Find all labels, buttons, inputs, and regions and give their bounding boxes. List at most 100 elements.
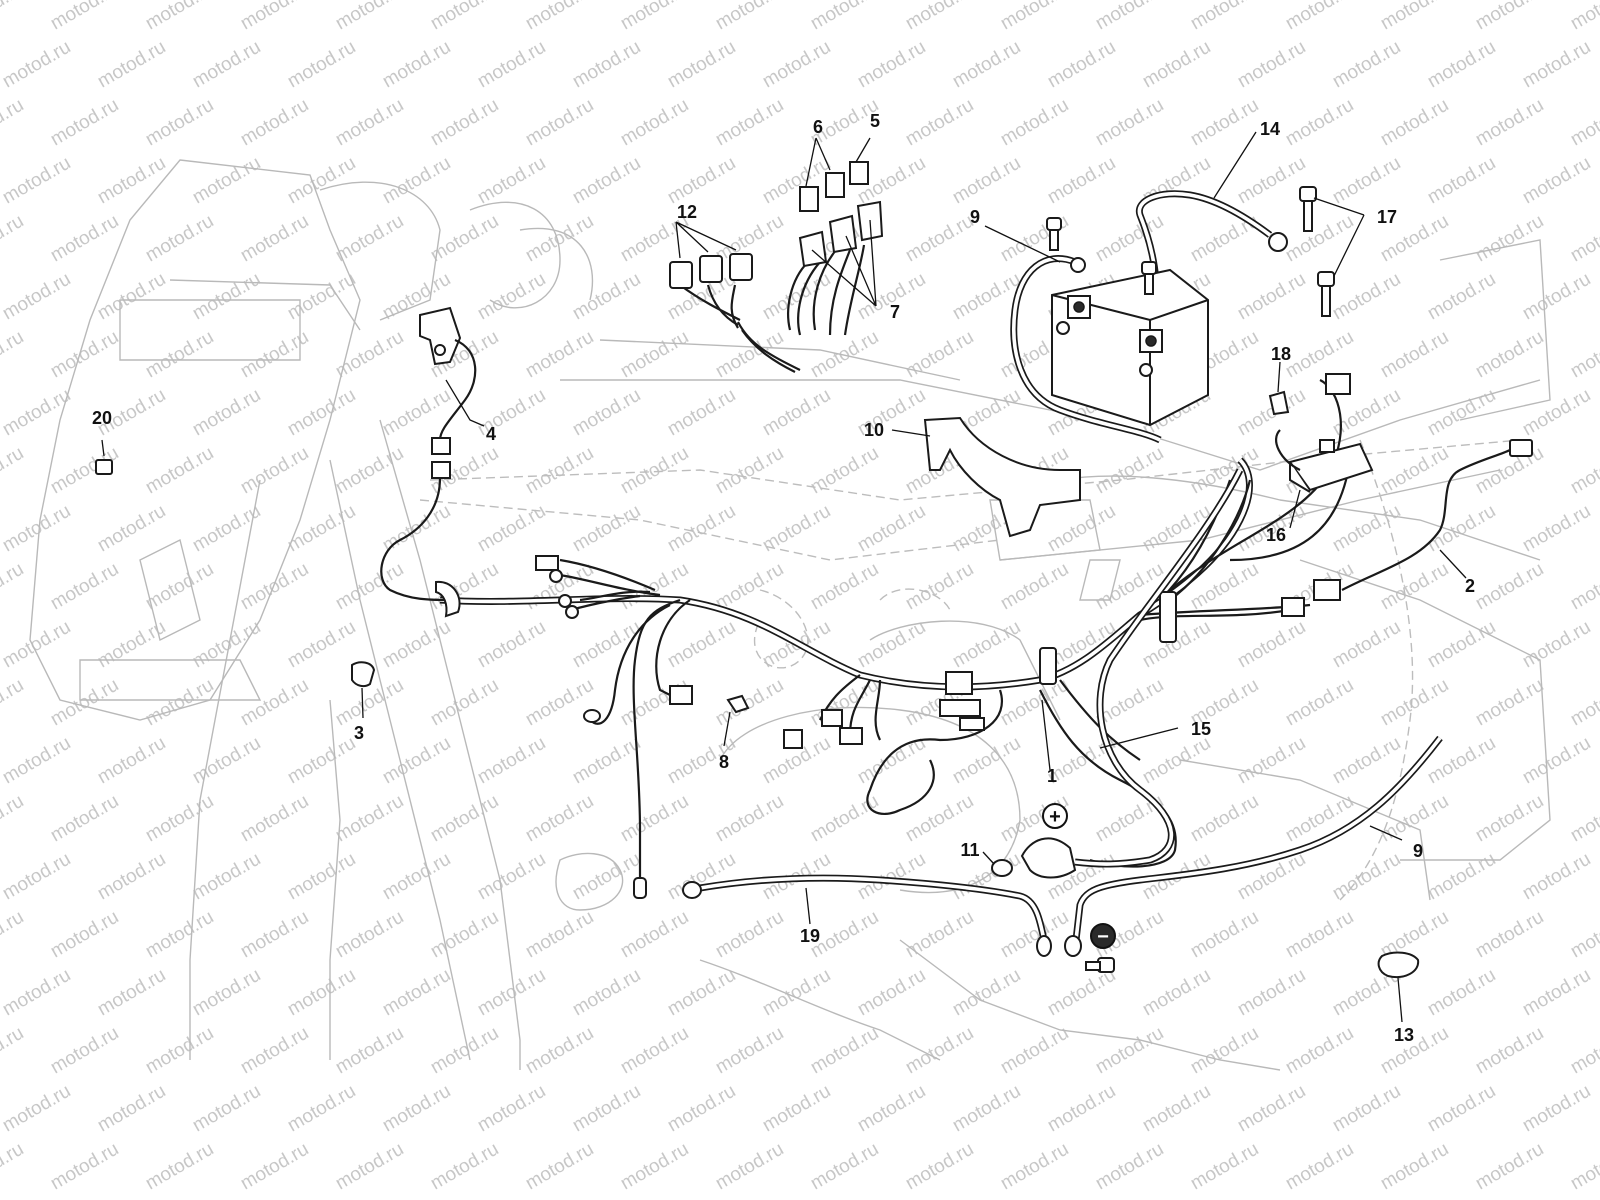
watermark-text: motod.ru bbox=[712, 0, 787, 34]
watermark-text: motod.ru bbox=[237, 1023, 312, 1079]
fuses bbox=[799, 161, 869, 212]
watermark-text: motod.ru bbox=[522, 0, 597, 34]
watermark-text: motod.ru bbox=[1567, 559, 1600, 615]
watermark-text: motod.ru bbox=[1567, 0, 1600, 34]
label-5: 5 bbox=[870, 111, 880, 131]
watermark-text: motod.ru bbox=[379, 965, 454, 1021]
label-20: 20 bbox=[92, 408, 112, 428]
watermark-text: motod.ru bbox=[1424, 849, 1499, 905]
watermark-text: motod.ru bbox=[474, 1081, 549, 1137]
watermark-text: motod.ru bbox=[427, 0, 502, 34]
watermark-text: motod.ru bbox=[1377, 327, 1452, 383]
watermark-text: motod.ru bbox=[617, 1139, 692, 1195]
watermark-text: motod.ru bbox=[1519, 617, 1594, 673]
watermark-text: motod.ru bbox=[854, 37, 929, 93]
watermark-text: motod.ru bbox=[569, 965, 644, 1021]
watermark-text: motod.ru bbox=[0, 385, 74, 441]
label-2: 2 bbox=[1465, 576, 1475, 596]
fuse bbox=[799, 186, 819, 212]
watermark-text: motod.ru bbox=[1519, 733, 1594, 789]
label-8: 8 bbox=[719, 752, 729, 772]
watermark-text: motod.ru bbox=[1234, 37, 1309, 93]
watermark-text: motod.ru bbox=[1519, 965, 1594, 1021]
ring-terminal bbox=[583, 709, 601, 723]
watermark-text: motod.ru bbox=[1282, 675, 1357, 731]
watermark-text: motod.ru bbox=[332, 95, 407, 151]
watermark-text: motod.ru bbox=[1472, 791, 1547, 847]
watermark-text: motod.ru bbox=[1424, 153, 1499, 209]
watermark-text: motod.ru bbox=[189, 849, 264, 905]
watermark-text: motod.ru bbox=[284, 269, 359, 325]
watermark-text: motod.ru bbox=[997, 0, 1072, 34]
watermark-text: motod.ru bbox=[0, 1023, 27, 1079]
label-9a: 9 bbox=[970, 207, 980, 227]
watermark-text: motod.ru bbox=[0, 153, 74, 209]
watermark-text: motod.ru bbox=[1377, 95, 1452, 151]
watermark-text: motod.ru bbox=[1472, 0, 1547, 34]
watermark-text: motod.ru bbox=[1329, 269, 1404, 325]
watermark-text: motod.ru bbox=[189, 37, 264, 93]
watermark-text: motod.ru bbox=[712, 1023, 787, 1079]
watermark-text: motod.ru bbox=[474, 37, 549, 93]
fuse-holders bbox=[669, 253, 801, 373]
label-15: 15 bbox=[1191, 719, 1211, 739]
watermark-text: motod.ru bbox=[759, 153, 834, 209]
watermark-text: motod.ru bbox=[474, 733, 549, 789]
watermark-text: motod.ru bbox=[332, 327, 407, 383]
switch-assembly bbox=[380, 306, 477, 618]
sensor-lead bbox=[1313, 439, 1533, 601]
watermark-text: motod.ru bbox=[0, 849, 74, 905]
watermark-text: motod.ru bbox=[332, 0, 407, 34]
label-7: 7 bbox=[890, 302, 900, 322]
watermark-text: motod.ru bbox=[807, 1139, 882, 1195]
watermark-text: motod.ru bbox=[902, 0, 977, 34]
watermark-text: motod.ru bbox=[284, 37, 359, 93]
watermark-text: motod.ru bbox=[189, 501, 264, 557]
watermark-text: motod.ru bbox=[379, 849, 454, 905]
watermark-text: motod.ru bbox=[1377, 559, 1452, 615]
watermark-text: motod.ru bbox=[522, 675, 597, 731]
watermark-text: motod.ru bbox=[0, 965, 74, 1021]
watermark-text: motod.ru bbox=[94, 965, 169, 1021]
watermark-text: motod.ru bbox=[142, 1023, 217, 1079]
watermark-text: motod.ru bbox=[379, 37, 454, 93]
watermark-text: motod.ru bbox=[1472, 327, 1547, 383]
watermark-text: motod.ru bbox=[0, 37, 74, 93]
watermark-text: motod.ru bbox=[94, 269, 169, 325]
watermark-text: motod.ru bbox=[1092, 791, 1167, 847]
watermark-text: motod.ru bbox=[1092, 95, 1167, 151]
watermark-text: motod.ru bbox=[807, 327, 882, 383]
watermark-text: motod.ru bbox=[1187, 907, 1262, 963]
watermark-text: motod.ru bbox=[522, 907, 597, 963]
watermark-text: motod.ru bbox=[47, 1023, 122, 1079]
watermark-text: motod.ru bbox=[189, 153, 264, 209]
watermark-text: motod.ru bbox=[1567, 675, 1600, 731]
watermark-text: motod.ru bbox=[1377, 1023, 1452, 1079]
watermark-text: motod.ru bbox=[664, 385, 739, 441]
watermark-text: motod.ru bbox=[1567, 95, 1600, 151]
watermark-text: motod.ru bbox=[712, 95, 787, 151]
watermark-text: motod.ru bbox=[1187, 559, 1262, 615]
watermark-text: motod.ru bbox=[1092, 443, 1167, 499]
watermark-text: motod.ru bbox=[284, 1081, 359, 1137]
lead-connector bbox=[1509, 439, 1533, 457]
watermark-text: motod.ru bbox=[1519, 385, 1594, 441]
watermark-text: motod.ru bbox=[94, 849, 169, 905]
watermark-text: motod.ru bbox=[332, 559, 407, 615]
watermark-text: motod.ru bbox=[142, 443, 217, 499]
cable-grommet bbox=[435, 580, 461, 618]
label-12: 12 bbox=[677, 202, 697, 222]
watermark-text: motod.ru bbox=[47, 1139, 122, 1195]
watermark-text: motod.ru bbox=[617, 0, 692, 34]
watermark-text: motod.ru bbox=[0, 327, 27, 383]
watermark-text: motod.ru bbox=[1567, 791, 1600, 847]
watermark-text: motod.ru bbox=[569, 269, 644, 325]
watermark-text: motod.ru bbox=[142, 95, 217, 151]
watermark-text: motod.ru bbox=[854, 1081, 929, 1137]
watermark-text: motod.ru bbox=[1567, 1139, 1600, 1195]
watermark-text: motod.ru bbox=[94, 153, 169, 209]
watermark-text: motod.ru bbox=[1044, 965, 1119, 1021]
watermark-text: motod.ru bbox=[189, 385, 264, 441]
watermark-text: motod.ru bbox=[617, 1023, 692, 1079]
watermark-text: motod.ru bbox=[902, 1139, 977, 1195]
